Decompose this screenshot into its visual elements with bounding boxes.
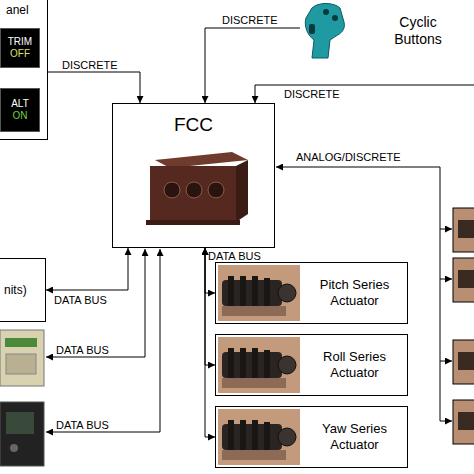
node-title: FCC: [174, 114, 213, 137]
node-title: Roll Series Actuator: [302, 349, 407, 380]
unit-detail: [6, 354, 36, 374]
node-title: anel: [6, 3, 29, 17]
edge-label: DISCRETE: [62, 60, 118, 71]
panel-box: anelTRIMOFF ALTON: [0, 0, 48, 140]
discrete-wire: [255, 85, 474, 103]
unit-knob: [10, 444, 18, 452]
fcc-top: [155, 152, 248, 168]
cropped-photo: [453, 340, 474, 384]
node-title: ALT: [11, 98, 29, 110]
analog-bus: [440, 167, 441, 421]
fcc-front: [150, 166, 236, 222]
photo-detail: [458, 270, 474, 288]
signal-label: ANALOG/DISCRETE: [296, 152, 401, 163]
bus-branch: [440, 229, 452, 230]
bus-branch: [440, 421, 452, 422]
fcc-connector: [186, 182, 202, 198]
analog-wire: [276, 167, 440, 168]
grip-trigger: [309, 24, 315, 34]
grip-button: [332, 15, 338, 21]
photo-detail: [458, 352, 474, 370]
signal-label: DISCRETE: [284, 89, 340, 100]
indicator-light: TRIMOFF: [0, 28, 40, 68]
fcc-side: [236, 160, 248, 222]
data-bus-wire: [46, 249, 145, 357]
node-status: OFF: [10, 48, 30, 60]
edge-label: DISCRETE: [222, 15, 278, 26]
photo-detail: [458, 412, 474, 430]
edge-label: DATA BUS: [54, 295, 107, 306]
photo-detail: [458, 220, 474, 238]
actuator-photo: [218, 337, 300, 393]
signal-connector: [205, 248, 215, 437]
unit-screen: [6, 412, 34, 434]
bus-branch: [440, 279, 452, 280]
cropped-photo: [453, 400, 474, 444]
indicator-light: ALTON: [0, 88, 40, 132]
fcc-connector: [164, 182, 180, 198]
node-title: Cyclic Buttons: [376, 14, 460, 48]
cyclic-grip: [305, 4, 344, 59]
fcc-connector: [208, 182, 224, 198]
data-bus-wire: [46, 249, 160, 432]
data-unit-photo: [0, 330, 44, 386]
cropped-photo: [453, 208, 474, 252]
node-title: Pitch Series Actuator: [302, 277, 407, 308]
cropped-photo: [453, 258, 474, 302]
actuator-photo: [218, 265, 300, 321]
signal-connector: [205, 248, 215, 365]
fcc-base: [146, 220, 240, 225]
unit-detail: [5, 338, 37, 347]
data-unit-photo: [0, 402, 44, 466]
signal-connector: [46, 248, 128, 290]
signal-label: DATA BUS: [56, 345, 109, 356]
signal-connector: [48, 72, 140, 103]
node-title: nits): [4, 283, 27, 297]
units-box: nits): [0, 258, 46, 322]
bus-branch: [440, 361, 452, 362]
edge-label: DATA BUS: [208, 251, 261, 262]
node-title: TRIM: [8, 36, 32, 48]
grip-button: [323, 9, 329, 15]
actuator-photo: [218, 409, 300, 465]
signal-label: DATA BUS: [56, 420, 109, 431]
node-status: ON: [13, 110, 28, 122]
node-title: Yaw Series Actuator: [302, 421, 407, 452]
